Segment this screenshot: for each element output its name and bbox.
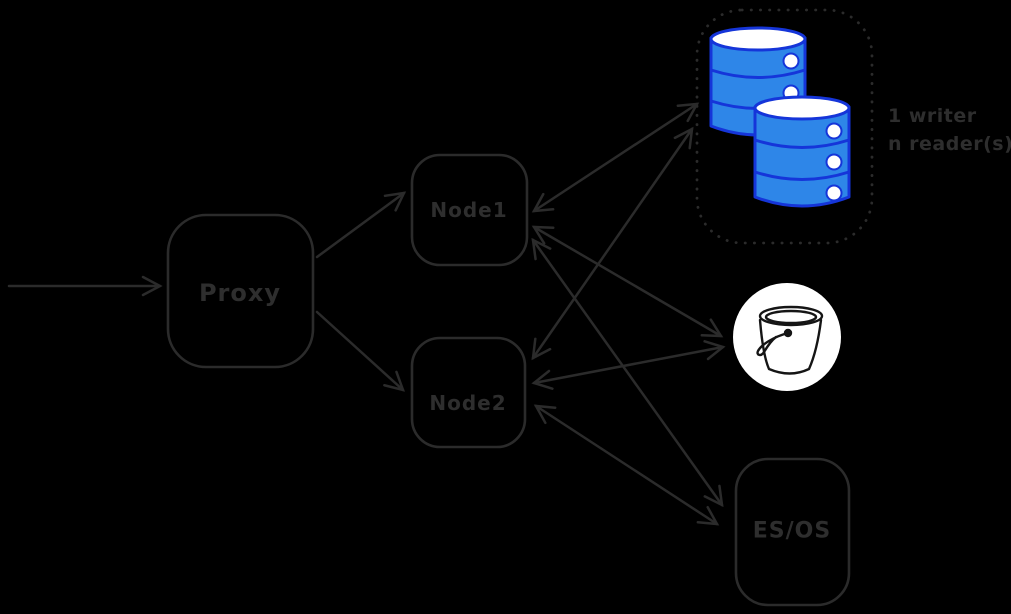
esos-box xyxy=(734,457,851,607)
db-front-band2 xyxy=(754,170,850,181)
node2-label: Node2 xyxy=(429,391,506,415)
db-front-dot2 xyxy=(825,153,843,171)
db-caption-line2: n reader(s) xyxy=(888,133,1011,155)
edge-proxy-to-node1 xyxy=(315,191,407,259)
db-back-dot1 xyxy=(782,52,800,70)
bucket-handle xyxy=(756,331,790,357)
db-front-dot3 xyxy=(825,184,843,202)
node2-node: Node2 xyxy=(410,336,527,449)
db-front-body xyxy=(753,105,851,208)
node1-label: Node1 xyxy=(430,198,507,222)
node1-box xyxy=(410,153,529,267)
esos-node: ES/OS xyxy=(734,457,851,607)
db-back-top xyxy=(709,26,807,52)
node2-box xyxy=(410,336,527,449)
bucket-icon xyxy=(733,283,841,391)
bucket-rim-outer xyxy=(758,305,824,327)
edges xyxy=(7,102,726,526)
db-back-band1 xyxy=(710,68,806,79)
edge-proxy-to-node2 xyxy=(315,310,405,392)
database-cylinder-front-icon xyxy=(753,95,851,208)
db-front-top xyxy=(753,95,851,121)
esos-label: ES/OS xyxy=(753,519,831,544)
db-cluster: 1 writer n reader(s) xyxy=(695,8,1011,245)
proxy-box xyxy=(166,213,315,369)
bucket-handle-knob xyxy=(783,328,793,338)
node1-node: Node1 xyxy=(410,153,529,267)
edge-node2-esos xyxy=(533,404,720,526)
db-caption-line1: 1 writer xyxy=(888,105,977,127)
bucket-rim-inner xyxy=(764,309,818,325)
db-front-dot1 xyxy=(825,122,843,140)
db-front-band1 xyxy=(754,138,850,149)
proxy-label: Proxy xyxy=(199,279,281,307)
proxy-node: Proxy xyxy=(166,213,315,369)
